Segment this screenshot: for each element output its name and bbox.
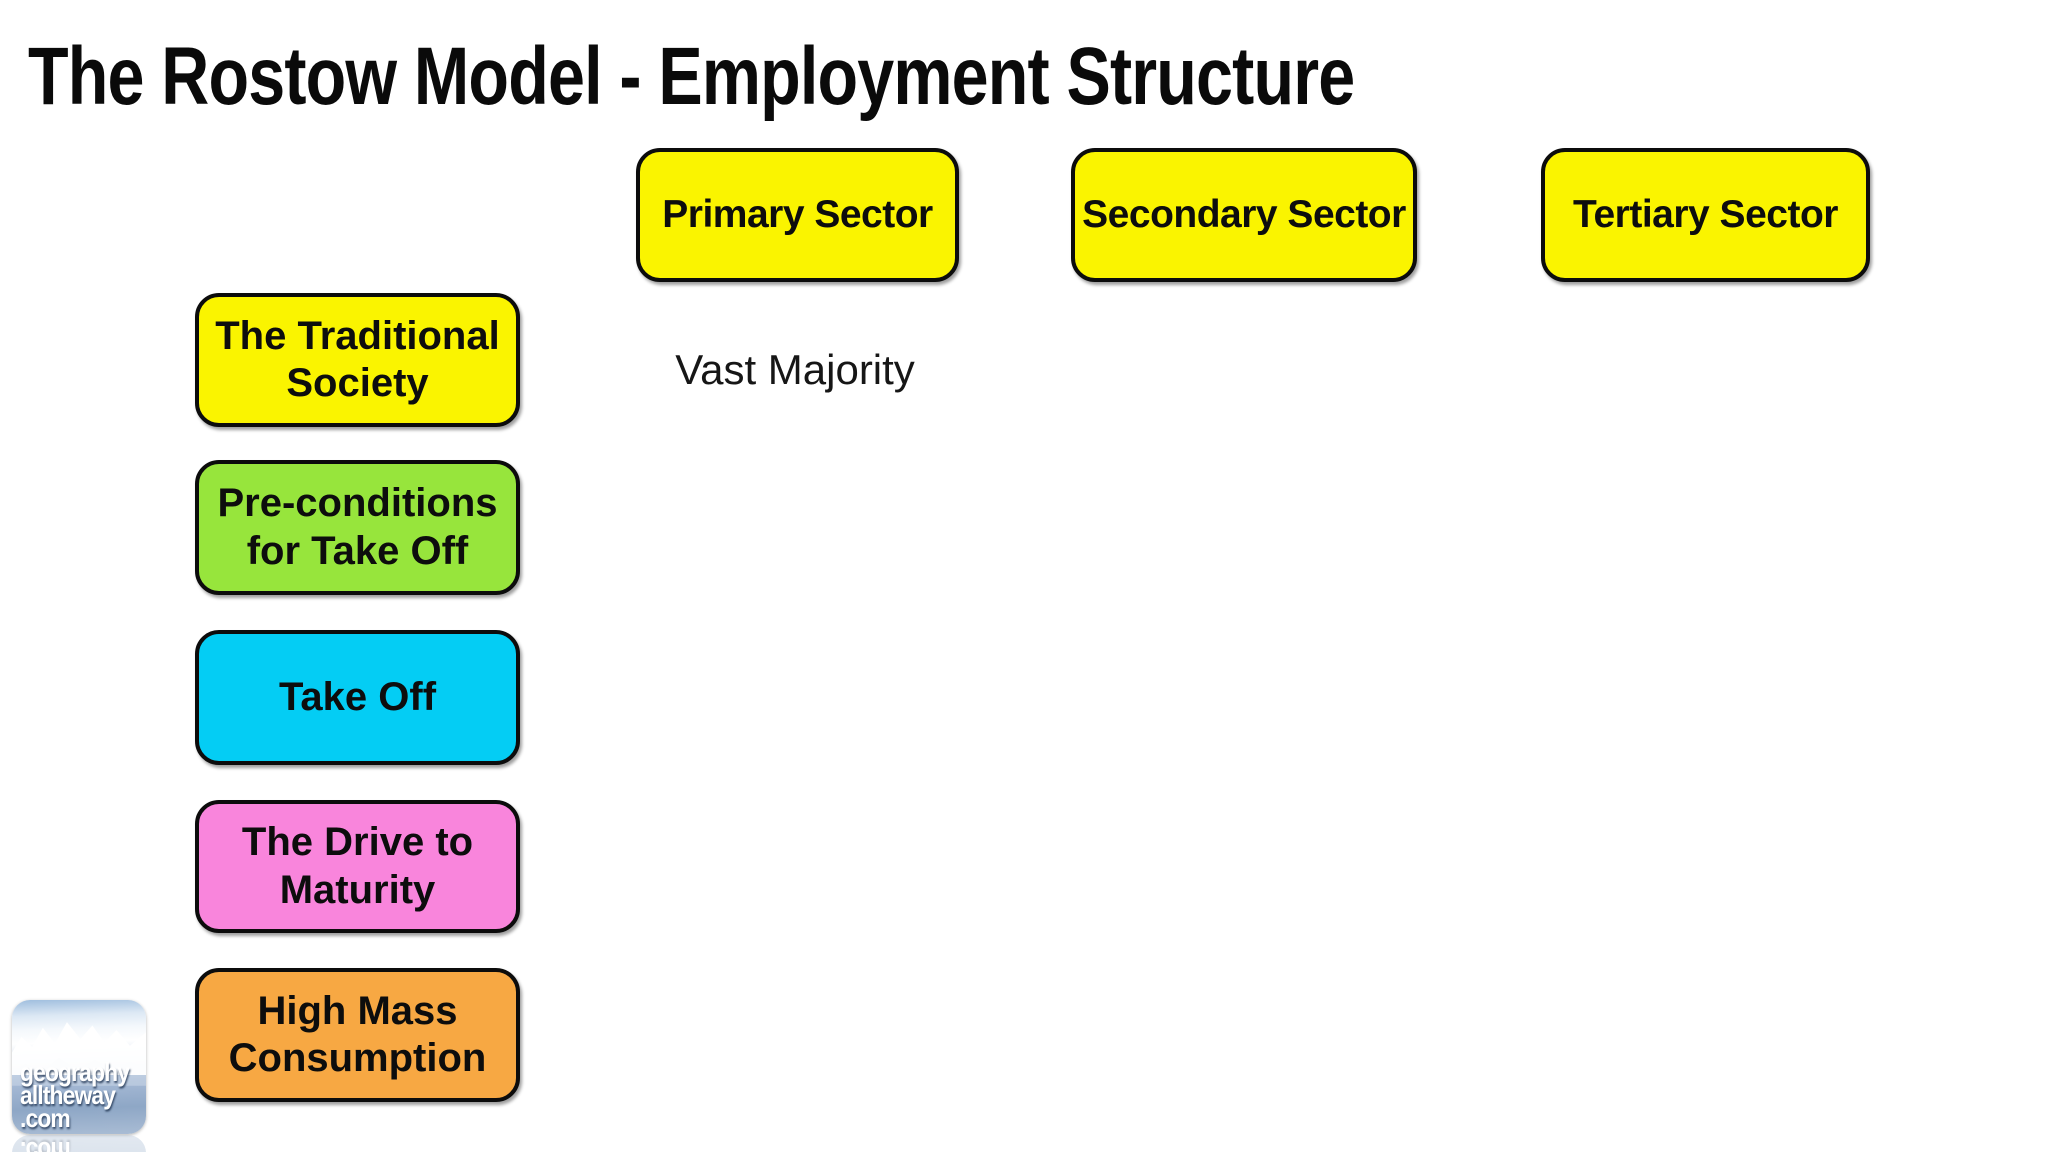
logo-text-line3: .com [20, 1103, 71, 1133]
stage-box-preconditions-for-take-off: Pre-conditions for Take Off [195, 460, 520, 595]
primary-sector-box: Primary Sector [636, 148, 959, 282]
stage-box-traditional-society: The Traditional Society [195, 293, 520, 427]
vast-majority-label: Vast Majority [675, 346, 915, 393]
page-title: The Rostow Model - Employment Structure [28, 31, 1355, 122]
stage-label: The Traditional Society [215, 313, 500, 405]
logo-reflection: geography alltheway .com [12, 1135, 146, 1152]
mountain-logo-image: geography alltheway .com [12, 1000, 146, 1134]
stage-box-take-off: Take Off [195, 630, 520, 765]
secondary-sector-label: Secondary Sector [1082, 192, 1406, 236]
logo-text-line1: geography [20, 1057, 130, 1087]
secondary-sector-box: Secondary Sector [1071, 148, 1417, 282]
stage-label: High Mass Consumption [228, 988, 487, 1080]
tertiary-sector-box: Tertiary Sector [1541, 148, 1870, 282]
stage-label: The Drive to Maturity [241, 820, 474, 912]
geographyalltheway-logo: geography alltheway .com geography allth… [12, 1000, 146, 1152]
stage-label: Pre-conditions for Take Off [217, 481, 498, 573]
tertiary-sector-label: Tertiary Sector [1573, 192, 1838, 236]
logo-text-line2: alltheway [20, 1080, 116, 1110]
stage-label: Take Off [278, 674, 437, 719]
stage-box-drive-to-maturity: The Drive to Maturity [195, 800, 520, 933]
stage-box-high-mass-consumption: High Mass Consumption [195, 968, 520, 1102]
logo-text: geography alltheway .com [20, 1057, 130, 1133]
primary-sector-label: Primary Sector [662, 192, 933, 236]
